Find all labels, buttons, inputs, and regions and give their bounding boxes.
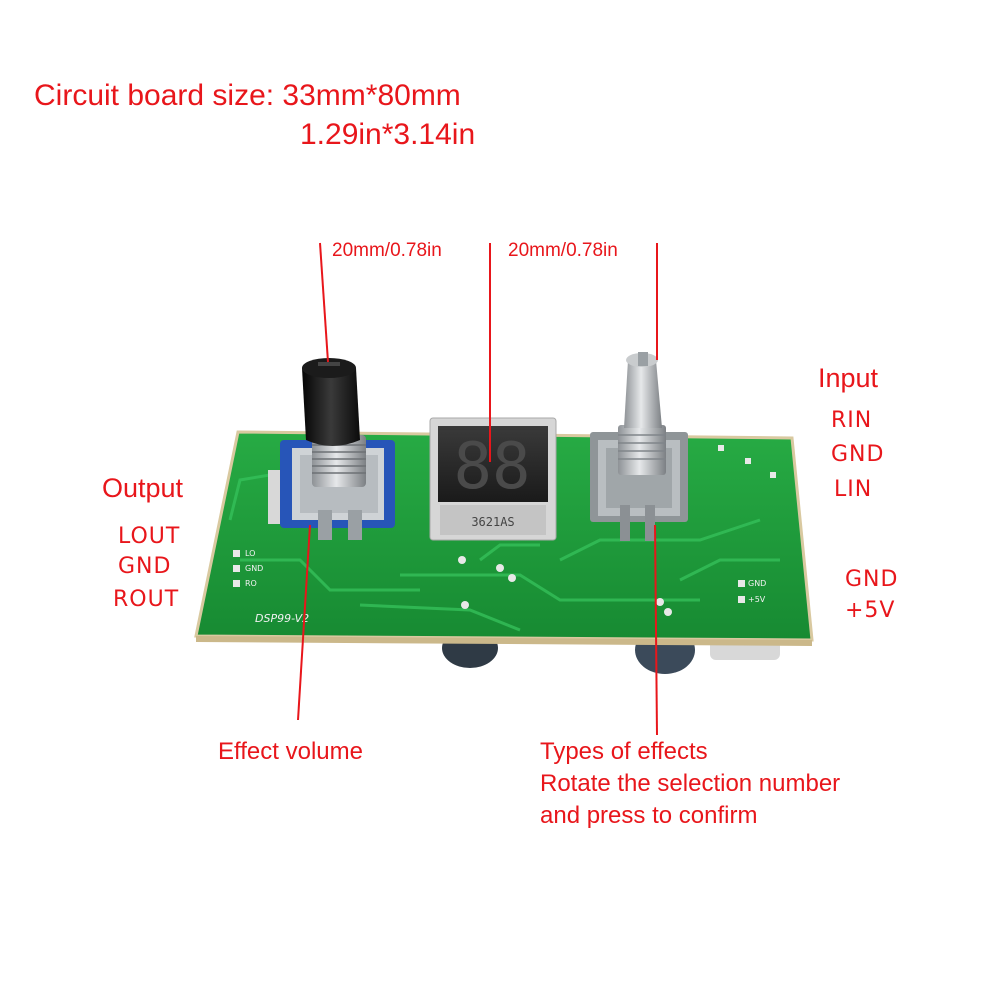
display-part-number: 3621AS — [471, 515, 514, 529]
solder-pads — [233, 445, 776, 616]
effects-type-label: Types of effects — [540, 738, 708, 765]
seven-segment-display: 88 3621AS — [429, 417, 557, 541]
silk-model: DSP99-V2 — [255, 612, 309, 625]
dimension-right: 20mm/0.78in — [508, 240, 618, 261]
silk-gnd-left: GND — [245, 564, 263, 573]
effects-rotate-label: Rotate the selection number — [540, 770, 841, 797]
effects-rotary-encoder — [590, 352, 688, 541]
effect-volume-label: Effect volume — [218, 738, 363, 765]
silk-lo: LO — [245, 549, 255, 558]
board-size-line-1: Circuit board size: 33mm*80mm — [34, 79, 461, 112]
pcb-traces — [228, 468, 780, 632]
output-pin-lout: LOUT — [118, 524, 181, 549]
input-pin-gnd: GND — [831, 442, 885, 467]
silk-gnd-right: GND — [748, 579, 766, 588]
input-pin-lin: LIN — [834, 477, 873, 502]
silk-ro: RO — [245, 579, 257, 588]
output-pin-gnd: GND — [118, 554, 172, 579]
power-pin-5v: +5V — [845, 598, 896, 623]
input-pin-rin: RIN — [831, 408, 873, 433]
effects-confirm-label: and press to confirm — [540, 802, 758, 829]
dimension-left: 20mm/0.78in — [332, 240, 442, 261]
leader-lines — [297, 242, 658, 736]
board-size-line-2: 1.29in*3.14in — [300, 118, 476, 151]
display-digits: 88 — [453, 430, 530, 504]
effect-volume-potentiometer — [268, 358, 395, 540]
output-pin-rout: ROUT — [113, 587, 180, 612]
output-heading: Output — [102, 473, 184, 503]
power-pin-gnd: GND — [845, 567, 899, 592]
input-heading: Input — [818, 363, 879, 393]
silk-5v: +5V — [748, 595, 766, 604]
